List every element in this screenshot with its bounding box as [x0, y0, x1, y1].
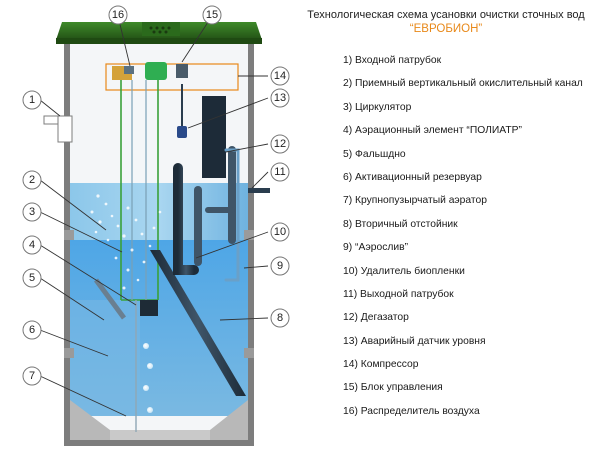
callout-1: 1 — [22, 90, 42, 110]
legend-item: 6) Активационный резервуар — [343, 171, 482, 183]
callout-15: 15 — [202, 5, 222, 25]
callout-9: 9 — [270, 256, 290, 276]
legend-item: 3) Циркулятор — [343, 101, 412, 113]
svg-text:6: 6 — [29, 324, 35, 336]
legend-item: 14) Компрессор — [343, 359, 419, 371]
callout-2: 2 — [22, 170, 42, 190]
svg-text:10: 10 — [274, 226, 286, 238]
degasser — [202, 96, 226, 178]
legend-item: 9) “Аэрослив” — [343, 242, 409, 254]
svg-text:12: 12 — [274, 138, 286, 150]
inlet-pipe — [43, 115, 73, 143]
callout-16: 16 — [108, 5, 128, 25]
callout-7: 7 — [22, 366, 42, 386]
legend-item: 12) Дегазатор — [343, 312, 409, 324]
callout-markers: 1 2 3 4 5 6 7 8 9 10 11 12 13 14 15 16 — [22, 5, 290, 417]
legend-item: 2) Приемный вертикальный окислительный к… — [343, 78, 583, 90]
svg-text:5: 5 — [29, 272, 35, 284]
svg-text:13: 13 — [274, 92, 286, 104]
diagram-subtitle: “ЕВРОБИОН” — [409, 23, 483, 35]
level-sensor — [177, 126, 187, 138]
callout-8: 8 — [270, 308, 290, 328]
treatment-plant-diagram: 1 2 3 4 5 6 7 8 9 10 11 12 13 14 15 16 — [22, 5, 290, 446]
callout-10: 10 — [270, 222, 290, 242]
legend-item: 5) Фальшдно — [343, 148, 406, 160]
legend-item: 8) Вторичный отстойник — [343, 218, 458, 230]
callout-12: 12 — [270, 134, 290, 154]
aeration-element — [140, 300, 158, 316]
svg-text:14: 14 — [274, 70, 286, 82]
svg-text:15: 15 — [206, 9, 218, 21]
secondary-settler-wall — [150, 250, 246, 396]
legend-item: 10) Удалитель биопленки — [343, 265, 465, 277]
svg-text:2: 2 — [29, 174, 35, 186]
equipment-block — [105, 62, 239, 91]
legend-item: 16) Распределитель воздуха — [343, 405, 480, 417]
svg-text:9: 9 — [277, 260, 283, 272]
legend-item: 13) Аварийный датчик уровня — [343, 335, 486, 347]
control-unit — [176, 64, 188, 78]
tank-lid — [56, 22, 262, 44]
aeration-bubbles — [90, 194, 162, 290]
callout-11: 11 — [270, 162, 290, 182]
svg-text:8: 8 — [277, 312, 283, 324]
svg-text:7: 7 — [29, 370, 35, 382]
legend-item: 4) Аэрационный элемент “ПОЛИАТР” — [343, 125, 522, 137]
false-bottom-right — [210, 400, 248, 440]
diagram-title: Технологическая схема усановки очистки с… — [307, 9, 585, 21]
outflow-pipes — [173, 146, 240, 282]
svg-text:16: 16 — [112, 9, 124, 21]
tank-wall-right — [248, 40, 254, 446]
circulator — [93, 278, 127, 320]
legend-item: 7) Крупнопузырчатый аэратор — [343, 195, 487, 207]
compressor — [145, 62, 167, 80]
diagram-header: Технологическая схема усановки очистки с… — [296, 8, 596, 36]
callout-3: 3 — [22, 202, 42, 222]
callout-13: 13 — [270, 88, 290, 108]
callout-14: 14 — [270, 66, 290, 86]
air-distributor — [124, 66, 134, 74]
false-bottom-left — [70, 400, 110, 440]
callout-6: 6 — [22, 320, 42, 340]
tank-bottom — [64, 440, 254, 446]
outlet-pipe — [248, 188, 270, 193]
tank-wall-left — [64, 40, 70, 446]
callout-5: 5 — [22, 268, 42, 288]
legend-item: 15) Блок управления — [343, 382, 443, 394]
legend-item: 11) Выходной патрубок — [343, 288, 454, 300]
svg-text:1: 1 — [29, 94, 35, 106]
callout-4: 4 — [22, 235, 42, 255]
svg-text:3: 3 — [29, 206, 35, 218]
svg-text:11: 11 — [274, 166, 285, 178]
coarse-bubbles — [143, 343, 153, 413]
component-legend: 1) Входной патрубок 2) Приемный вертикал… — [343, 49, 583, 423]
svg-text:4: 4 — [29, 239, 35, 251]
legend-item: 1) Входной патрубок — [343, 55, 442, 66]
